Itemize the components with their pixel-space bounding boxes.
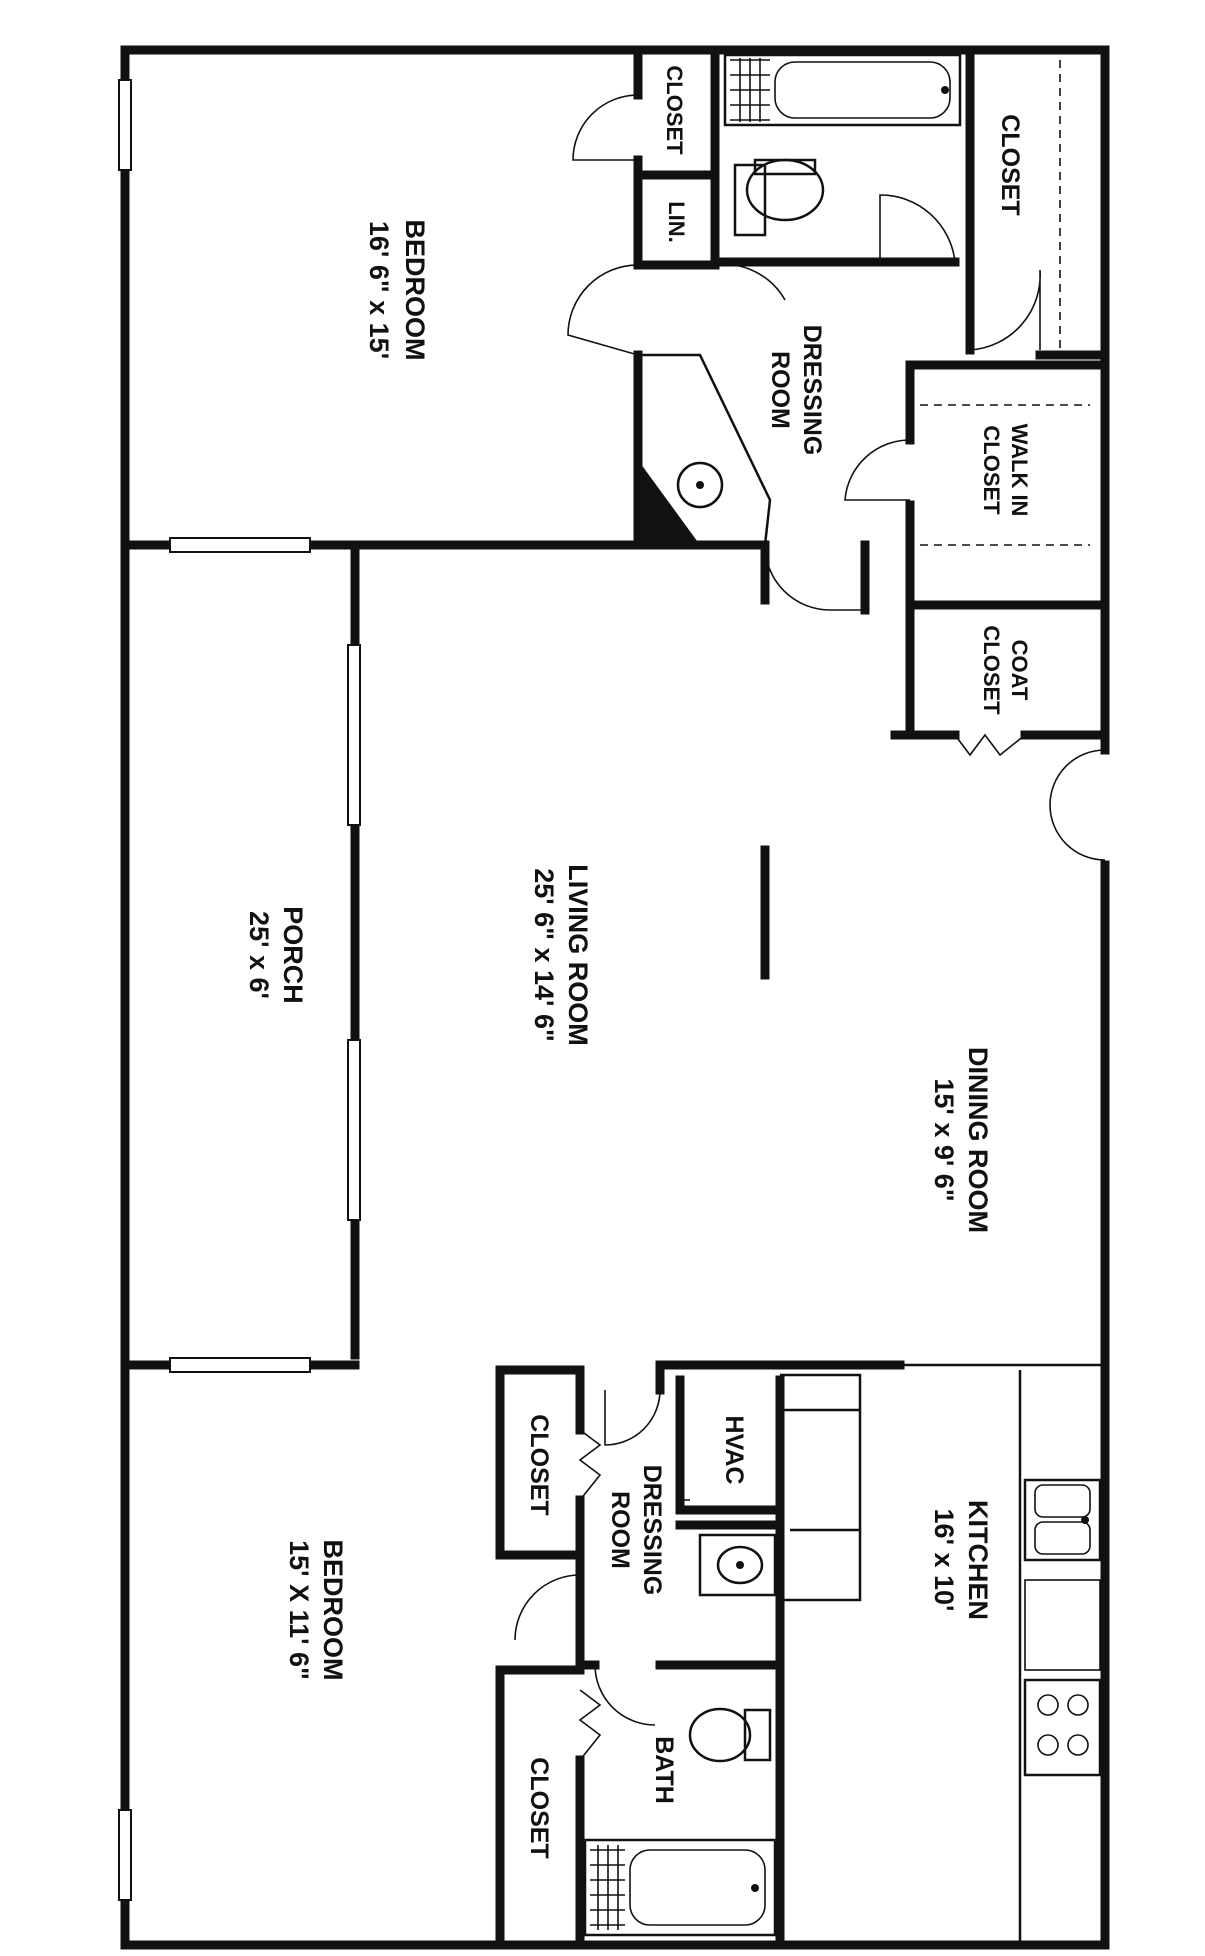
door-swing-icon (844, 439, 911, 501)
label-closet-bot-a: CLOSET (525, 1414, 553, 1515)
label-linen: LIN. (664, 201, 689, 243)
room-name: BEDROOM (400, 220, 430, 361)
svg-text:KITCHEN: KITCHEN (963, 1500, 993, 1620)
window-icon (118, 79, 132, 171)
svg-text:ROOM: ROOM (766, 351, 794, 429)
svg-text:WALK IN: WALK IN (1007, 424, 1032, 517)
svg-text:LIN.: LIN. (664, 201, 689, 243)
exterior-walls (118, 45, 1110, 1950)
svg-text:DRESSING: DRESSING (638, 1465, 666, 1596)
svg-text:BEDROOM: BEDROOM (318, 1540, 348, 1681)
toilet-icon (745, 158, 825, 222)
svg-text:DRESSING: DRESSING (798, 325, 826, 456)
svg-text:CLOSET: CLOSET (996, 114, 1024, 215)
door-swing-icon (572, 94, 639, 161)
counter-icon (1024, 1579, 1101, 1671)
svg-text:LIVING ROOM: LIVING ROOM (563, 864, 593, 1046)
door-swing-icon (1049, 749, 1106, 861)
door-swing-icon (764, 544, 865, 611)
svg-text:15' X 11' 6": 15' X 11' 6" (284, 1540, 314, 1680)
door-swing-icon (594, 1664, 656, 1726)
label-dressing-top: DRESSING ROOM (766, 325, 826, 456)
door-swing-icon (969, 269, 1041, 351)
svg-text:CLOSET: CLOSET (979, 425, 1004, 515)
label-porch: PORCH 25' x 6' (244, 906, 308, 1004)
label-dressing-bot: DRESSING ROOM (606, 1465, 666, 1596)
label-closet-bot-b: CLOSET (525, 1757, 553, 1858)
range-stove-icon (1023, 1678, 1102, 1777)
corner-fill (638, 460, 700, 545)
label-closet-top-b: CLOSET (996, 114, 1024, 215)
label-walk-in: WALK IN CLOSET (979, 424, 1032, 517)
window-icon (169, 537, 311, 553)
top-wing-walls (120, 45, 1110, 1360)
svg-text:CLOSET: CLOSET (662, 65, 687, 155)
window-icon (347, 644, 361, 826)
double-sink-icon (1023, 1478, 1102, 1562)
label-hvac: HVAC (720, 1416, 748, 1485)
svg-text:16' x 10': 16' x 10' (929, 1509, 959, 1612)
window-icon (347, 1039, 361, 1221)
label-bedroom-top: BEDROOM 16' 6" x 15' (364, 220, 430, 361)
door-swing-icon (514, 1574, 581, 1641)
bifold-door-icon (954, 733, 1026, 757)
bath-fixtures-top (676, 53, 962, 509)
bifold-door-icon (578, 1429, 602, 1501)
label-coat-closet: COAT CLOSET (979, 625, 1032, 715)
sink-icon (733, 163, 767, 237)
label-closet-top-a: CLOSET (662, 65, 687, 155)
svg-text:CLOSET: CLOSET (525, 1414, 553, 1515)
door-swing-icon (567, 264, 639, 356)
window-icon (118, 1809, 132, 1901)
corner-sink-icon (676, 461, 724, 509)
toilet-icon (688, 1707, 772, 1763)
svg-text:BATH: BATH (650, 1736, 678, 1804)
label-bath: BATH (650, 1736, 678, 1804)
sink-icon (698, 1533, 777, 1597)
door-swings-top (567, 60, 1106, 861)
room-dims: 16' 6" x 15' (364, 221, 394, 359)
sliding-doors (347, 644, 361, 1221)
window-icon (169, 1357, 311, 1373)
svg-text:15' x 9' 6": 15' x 9' 6" (929, 1078, 959, 1201)
svg-text:CLOSET: CLOSET (979, 625, 1004, 715)
bottom-wing-walls (120, 1357, 1105, 1950)
door-swing-icon (604, 1389, 661, 1446)
svg-text:COAT: COAT (1007, 640, 1032, 701)
label-bedroom-bottom: BEDROOM 15' X 11' 6" (284, 1540, 348, 1681)
bath-fixtures-bottom (583, 1478, 1102, 1937)
door-swing-icon (679, 1400, 690, 1501)
svg-text:CLOSET: CLOSET (525, 1757, 553, 1858)
bathtub-icon (583, 1838, 777, 1937)
label-dining-room: DINING ROOM 15' x 9' 6" (929, 1047, 993, 1233)
door-swing-icon (879, 194, 956, 263)
bathtub-icon (723, 53, 962, 127)
label-kitchen: KITCHEN 16' x 10' (929, 1500, 993, 1620)
svg-text:DINING ROOM: DINING ROOM (963, 1047, 993, 1233)
svg-text:25' x 6': 25' x 6' (244, 911, 274, 999)
door-swing-icon (714, 263, 786, 301)
svg-text:25' 6" x 14' 6": 25' 6" x 14' 6" (529, 868, 559, 1042)
svg-text:HVAC: HVAC (720, 1416, 748, 1485)
bifold-door-icon (578, 1689, 602, 1761)
svg-text:ROOM: ROOM (606, 1491, 634, 1569)
label-living-room: LIVING ROOM 25' 6" x 14' 6" (529, 864, 593, 1046)
door-swings-bottom (514, 1389, 690, 1761)
svg-text:PORCH: PORCH (278, 906, 308, 1004)
